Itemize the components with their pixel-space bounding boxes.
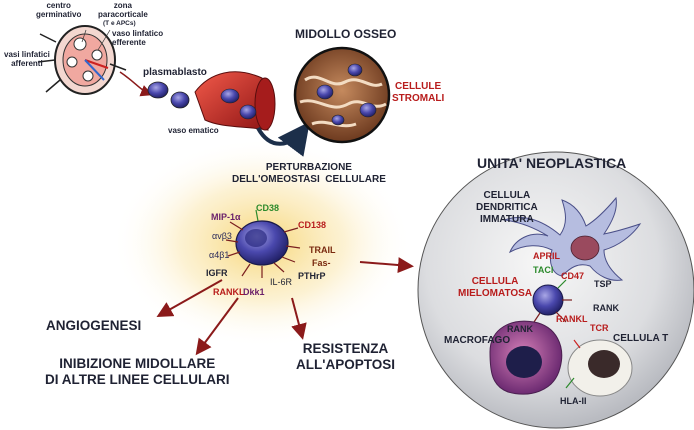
label-perturbazione: PERTURBAZIONE DELL'OMEOSTASI CELLULARE — [232, 162, 386, 185]
outcome-resistenza: RESISTENZA ALL'APOPTOSI — [296, 341, 395, 372]
molecule-tcr: TCR — [590, 323, 609, 333]
lymph-node-illustration — [37, 25, 127, 95]
molecule-fas: Fas- — [312, 258, 331, 268]
molecule-igfr: IGFR — [206, 268, 228, 278]
molecule-cd138: CD138 — [298, 220, 327, 230]
arrow-node-to-plasmablast — [119, 71, 153, 97]
plasmablast-cells — [147, 81, 190, 109]
molecule-rank-left: RANK — [507, 324, 533, 334]
receptor-stalks — [225, 209, 301, 278]
label-cellula-mielomatosa: CELLULA MIELOMATOSA — [458, 276, 533, 299]
arrow-to-angiogenesi — [156, 279, 223, 317]
molecule-rankl: RANKL — [213, 287, 245, 297]
molecule-mip1a: MIP-1α — [211, 212, 241, 222]
arrow-to-neoplastic-unit — [359, 257, 414, 274]
molecule-a4b1: α4β1 — [209, 250, 230, 260]
molecule-tsp: TSP — [594, 279, 612, 289]
molecule-hla-ii: HLA-II — [560, 396, 587, 406]
molecule-rank-right: RANK — [593, 303, 619, 313]
molecule-pthrp: PTHrP — [298, 271, 326, 281]
arrow-to-inibizione — [195, 297, 239, 356]
label-zona-paracorticale: zona paracorticale — [98, 1, 148, 19]
label-vaso-ematico: vaso ematico — [168, 126, 219, 135]
molecule-rankl-unit: RANKL — [556, 314, 588, 324]
label-cellula-dendritica: CELLULA DENDRITICA IMMATURA — [476, 190, 538, 225]
unit-title: UNITA' NEOPLASTICA — [477, 155, 627, 171]
label-cellule-stromali: CELLULE STROMALI — [392, 81, 445, 104]
molecule-avb3: αvβ3 — [212, 231, 232, 241]
label-plasmablasto: plasmablasto — [143, 67, 207, 78]
myeloma-cell-central — [235, 220, 289, 266]
label-cellula-t: CELLULA T — [613, 333, 669, 344]
arrow-to-resistenza — [291, 297, 307, 340]
molecule-april: APRIL — [533, 251, 560, 261]
molecule-trail: TRAIL — [309, 245, 336, 255]
molecule-taci: TACI — [533, 265, 554, 275]
blood-vessel-illustration — [194, 71, 276, 131]
bone-marrow-illustration — [293, 46, 391, 144]
label-centro-germinativo: centro germinativo — [36, 1, 82, 19]
outcome-inibizione: INIBIZIONE MIDOLLARE DI ALTRE LINEE CELL… — [45, 356, 230, 387]
molecule-il6r: IL-6R — [270, 277, 293, 287]
label-zona-paracorticale-sub: (T e APCs) — [103, 20, 136, 27]
t-cell-illustration — [565, 339, 633, 397]
molecule-cd47: CD47 — [561, 271, 585, 281]
dendritic-cell-illustration — [503, 196, 642, 281]
molecule-cd38: CD38 — [256, 203, 280, 213]
molecule-dkk1: Dkk1 — [243, 287, 265, 297]
arrow-vessel-to-marrow — [256, 121, 310, 157]
label-vasi-linfatici-afferenti: vasi linfatici afferenti — [4, 50, 50, 68]
label-vaso-linfatico-efferente: vaso linfatico efferente — [112, 29, 164, 47]
outcome-angiogenesi: ANGIOGENESI — [46, 318, 142, 333]
myeloma-cell-unit — [532, 279, 572, 323]
label-midollo-osseo: MIDOLLO OSSEO — [295, 27, 397, 41]
label-macrofago: MACROFAGO — [444, 335, 511, 346]
macrophage-illustration — [489, 320, 563, 395]
